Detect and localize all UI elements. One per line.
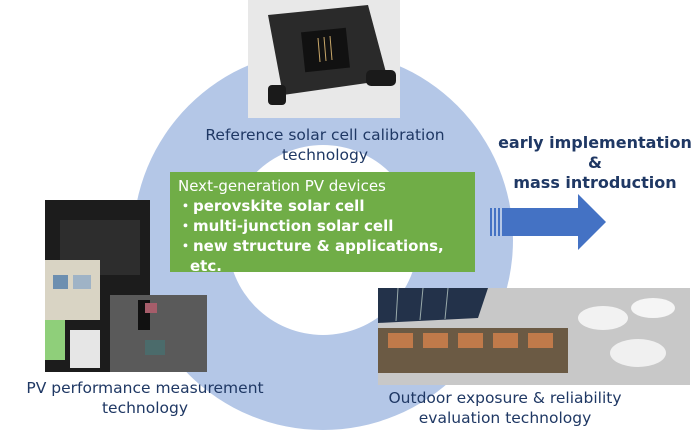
box-item: ・perovskite solar cell [178, 197, 365, 215]
measurement-lab-photo [45, 200, 150, 372]
top-label: Reference solar cell calibration technol… [205, 126, 445, 164]
right-label: Outdoor exposure & reliability evaluatio… [388, 389, 622, 427]
measurement-stage-photo [110, 295, 207, 372]
box-item: etc. [190, 257, 222, 275]
reference-cell-photo [248, 0, 400, 118]
callout-text: early implementation & mass introduction [490, 133, 700, 193]
box-item: ・new structure & applications, [178, 237, 444, 255]
callout-line: early implementation [498, 133, 692, 152]
next-gen-devices-box: Next-generation PV devices ・perovskite s… [170, 172, 475, 275]
box-title: Next-generation PV devices [178, 177, 386, 195]
callout-line: mass introduction [513, 173, 677, 192]
box-item: ・multi-junction solar cell [178, 217, 394, 235]
arrow-right-icon [490, 194, 606, 250]
outdoor-exposure-photo [378, 288, 690, 385]
left-label: PV performance measurement technology [26, 379, 264, 417]
callout-line: & [588, 153, 602, 172]
